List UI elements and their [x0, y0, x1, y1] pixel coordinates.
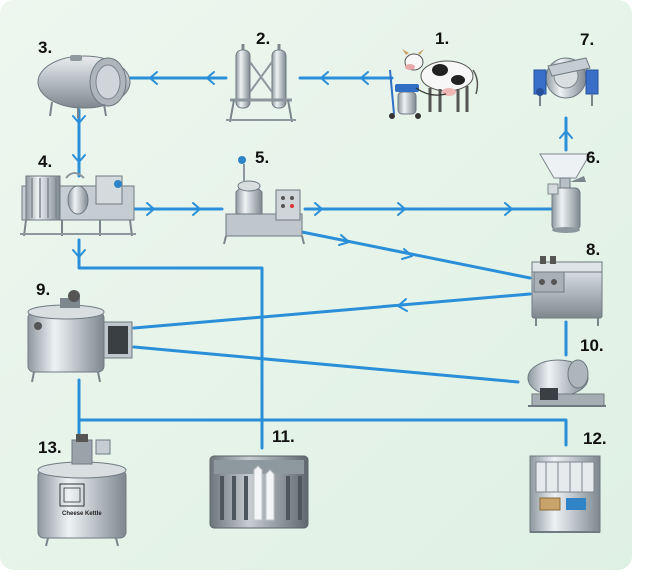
pipe-4-to-11	[77, 238, 264, 450]
step-8-homogenizer: 8.	[531, 240, 603, 326]
step-12-packaging-machine: 12.	[529, 429, 607, 533]
step-13-cheese-kettle: Cheese Kettle 13.	[37, 434, 127, 547]
pipe-network	[77, 76, 568, 450]
arrow-chevron	[397, 298, 408, 312]
pasteurizer-icon	[20, 172, 136, 237]
cream-separator-icon	[223, 156, 305, 245]
arrow-chevron	[149, 71, 158, 85]
fermentation-tank-icon	[27, 290, 133, 383]
cow-milking-machine-icon	[389, 49, 479, 119]
step-11-label: 11.	[272, 427, 295, 446]
packaging-machine-icon	[529, 455, 601, 533]
pipe-5-to-8	[300, 230, 532, 280]
arrow-chevron	[72, 115, 86, 124]
step-13-label: 13.	[38, 438, 62, 457]
arrow-chevron	[320, 71, 329, 85]
arrow-chevron	[72, 249, 86, 258]
arrow-chevron	[401, 248, 413, 260]
step-4-label: 4.	[38, 152, 52, 171]
step-12-label: 12.	[583, 429, 607, 448]
cheese-kettle-text: Cheese Kettle	[62, 511, 102, 517]
flow-arrows	[72, 71, 573, 312]
step-10-label: 10.	[580, 336, 604, 355]
step-5-cream-separator: 5.	[223, 148, 305, 245]
step-11-bottle-filling: 11.	[209, 427, 309, 529]
step-2-duplex-filter: 2.	[226, 29, 296, 123]
step-6-label: 6.	[586, 148, 600, 167]
step-5-label: 5.	[255, 148, 269, 167]
step-2-label: 2.	[256, 29, 270, 48]
step-9-label: 9.	[36, 280, 50, 299]
arrow-chevron	[504, 202, 513, 216]
arrow-chevron	[192, 202, 201, 216]
step-6-milk-separator: 6.	[539, 148, 600, 233]
diagram-background	[0, 0, 632, 570]
pipe-8-to-9	[132, 292, 532, 330]
step-7-label: 7.	[580, 30, 594, 49]
arrow-chevron	[397, 202, 406, 216]
step-7-tilting-kettle: 7.	[533, 30, 599, 106]
pipe-9-to-12	[77, 418, 568, 447]
step-8-label: 8.	[586, 240, 600, 259]
pipe-10-to-9	[132, 345, 520, 384]
tilting-kettle-icon	[533, 57, 599, 106]
step-1-cow-milking: 1.	[389, 29, 479, 119]
step-4-pasteurizer: 4.	[20, 152, 136, 237]
arrow-chevron	[338, 234, 350, 246]
butter-churn-icon	[527, 359, 606, 407]
arrow-chevron	[360, 71, 369, 85]
arrow-chevron	[559, 130, 573, 139]
step-9-fermentation-tank: 9.	[27, 280, 133, 383]
arrow-chevron	[72, 154, 86, 163]
bottle-filling-machine-icon	[209, 455, 309, 529]
arrow-chevron	[206, 71, 215, 85]
step-3-label: 3.	[38, 38, 52, 57]
duplex-filter-icon	[226, 44, 296, 123]
step-1-label: 1.	[435, 29, 449, 48]
horizontal-storage-tank-icon	[37, 55, 131, 118]
arrow-chevron	[146, 202, 155, 216]
homogenizer-icon	[531, 256, 603, 326]
step-10-butter-churn: 10.	[527, 336, 606, 407]
arrow-chevron	[314, 202, 323, 216]
step-3-storage-tank: 3.	[37, 38, 131, 118]
cheese-kettle-icon	[37, 434, 127, 547]
milk-separator-icon	[539, 153, 591, 233]
